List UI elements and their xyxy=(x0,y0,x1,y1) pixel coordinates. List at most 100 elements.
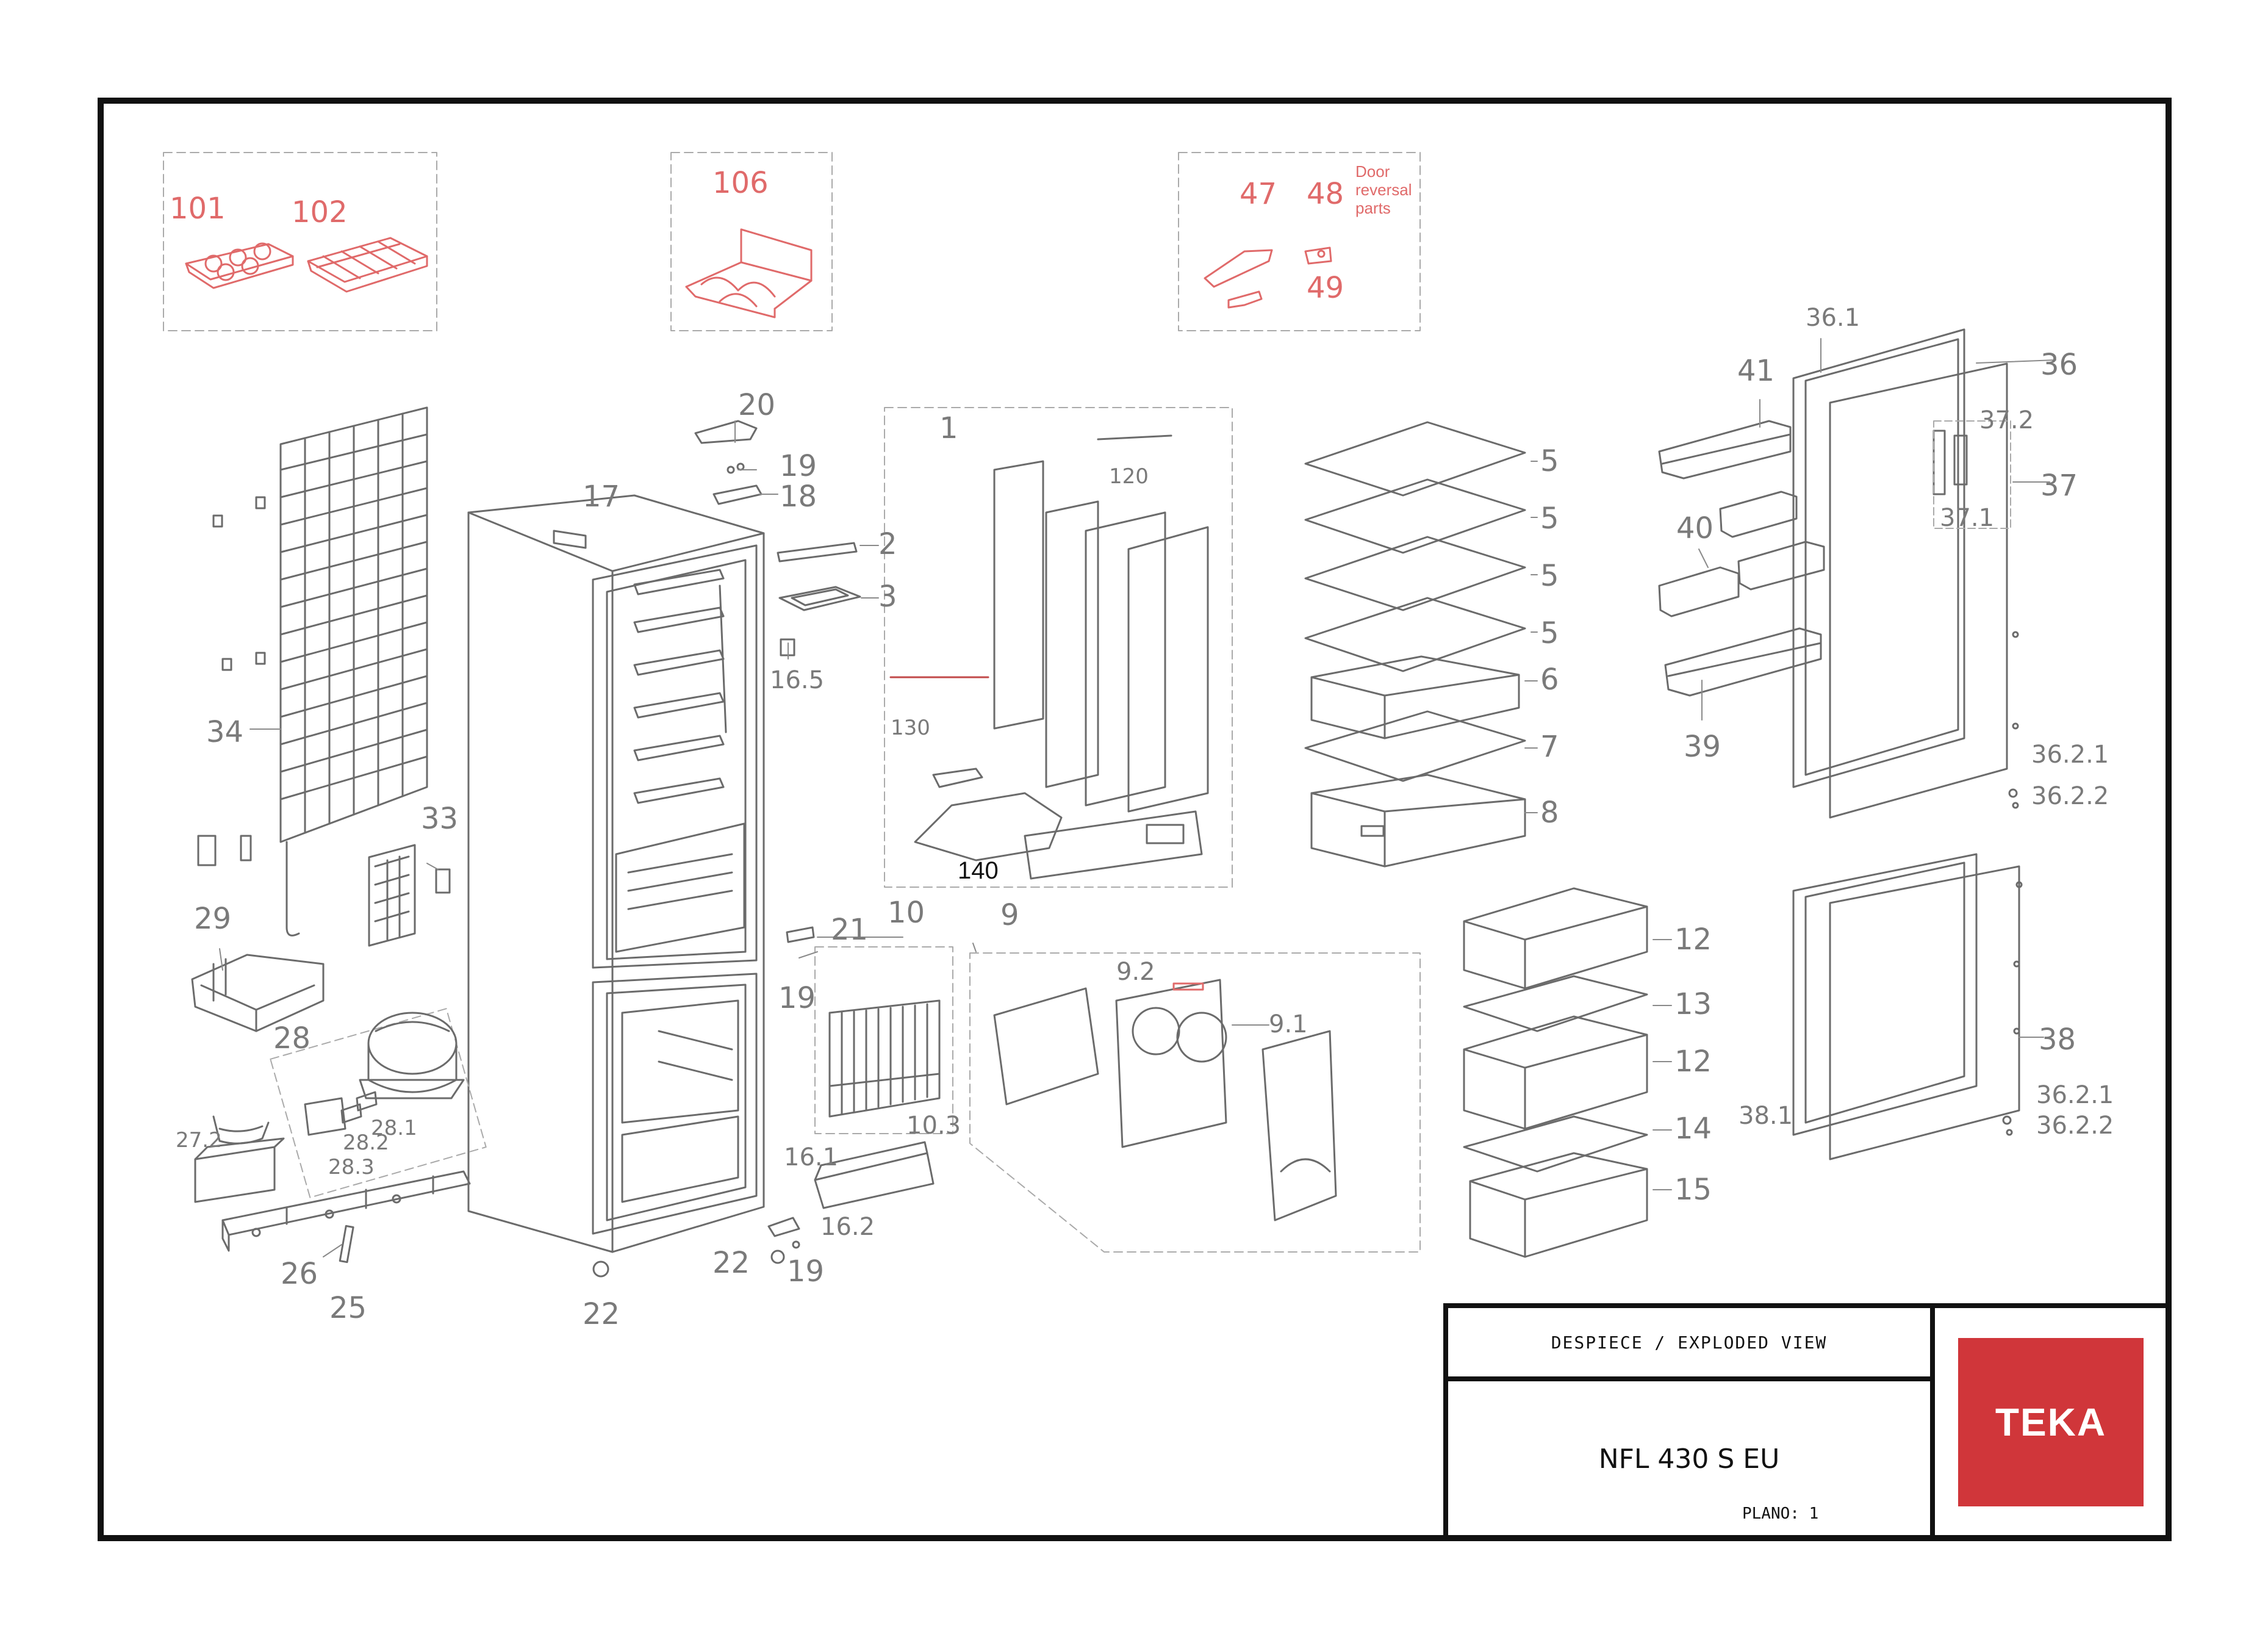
callout-7: 7 xyxy=(1540,730,1559,764)
fan-assembly xyxy=(993,979,1337,1221)
back-cover xyxy=(368,844,451,947)
title-block-logo-cell: TEKA xyxy=(1930,1303,2172,1541)
control-panel-box xyxy=(1933,420,2011,529)
callout-36-2-2-lower: 36.2.2 xyxy=(2036,1112,2114,1140)
glass-shelf-7 xyxy=(1304,710,1526,782)
callout-16-1: 16.1 xyxy=(784,1143,838,1171)
condenser-grid xyxy=(279,406,428,937)
bottom-hinge-parts xyxy=(592,1217,800,1278)
condenser-clips xyxy=(197,496,266,866)
title-block-plano: PLANO: 1 xyxy=(1742,1505,1819,1523)
callout-20: 20 xyxy=(738,388,775,422)
note-door-reversal-line-1: Door xyxy=(1355,162,1390,181)
callout-1: 1 xyxy=(939,411,958,445)
callout-9: 9 xyxy=(1000,898,1019,932)
freezer-drawer-middle xyxy=(1463,1015,1648,1130)
drawer-6 xyxy=(1310,655,1520,739)
callout-47: 47 xyxy=(1240,177,1277,211)
leader-lines xyxy=(219,338,2056,1257)
door-shelves xyxy=(1658,420,1825,697)
callout-28-3: 28.3 xyxy=(328,1155,375,1179)
callout-9-2: 9.2 xyxy=(1116,958,1155,986)
callout-49: 49 xyxy=(1307,271,1344,305)
compressor xyxy=(304,1012,465,1136)
crisper-cover xyxy=(814,1141,935,1209)
fan-group-box xyxy=(969,952,1421,1253)
egg-tray xyxy=(185,242,294,289)
callout-6: 6 xyxy=(1540,663,1559,697)
base-rail xyxy=(221,1170,471,1264)
callout-41: 41 xyxy=(1737,354,1775,388)
freezer-drawer-top xyxy=(1463,887,1648,990)
drip-tray xyxy=(194,1115,285,1203)
callout-39: 39 xyxy=(1684,730,1721,764)
callout-101: 101 xyxy=(170,192,226,226)
callout-16-5: 16.5 xyxy=(770,666,824,694)
callout-13: 13 xyxy=(1674,987,1712,1021)
compressor-group-box xyxy=(270,1008,487,1198)
callout-12-b: 12 xyxy=(1674,1045,1712,1079)
accessory-box-bottle-rack xyxy=(670,152,833,331)
callout-12-a: 12 xyxy=(1674,923,1712,957)
door-hinge-pins xyxy=(2002,631,2023,1136)
bottle-rack xyxy=(685,228,813,318)
callout-8: 8 xyxy=(1540,796,1559,830)
air-duct-panels xyxy=(889,434,1209,880)
freezer-shelf-14 xyxy=(1463,1115,1648,1173)
callout-37: 37 xyxy=(2040,469,2078,503)
evaporator-group-box xyxy=(814,946,953,1134)
fridge-door xyxy=(1792,328,2011,819)
title-block-model: NFL 430 S EU xyxy=(1443,1376,1935,1541)
callout-38: 38 xyxy=(2039,1023,2076,1057)
callout-15: 15 xyxy=(1674,1173,1712,1207)
freezer-drawer-bottom xyxy=(1469,1152,1648,1258)
callout-102: 102 xyxy=(292,195,348,229)
accessory-box-trays xyxy=(163,152,437,331)
callout-5-c: 5 xyxy=(1540,559,1559,593)
door-reversal-parts xyxy=(1204,246,1332,309)
callout-28-1: 28.1 xyxy=(371,1116,417,1140)
callout-28-2: 28.2 xyxy=(343,1131,389,1155)
callout-40: 40 xyxy=(1676,511,1714,545)
callout-16-2: 16.2 xyxy=(820,1213,875,1241)
callout-9-1: 9.1 xyxy=(1269,1010,1308,1038)
callout-5-b: 5 xyxy=(1540,502,1559,536)
callout-19-mid: 19 xyxy=(778,981,816,1015)
title-block-subtitle: DESPIECE / EXPLODED VIEW xyxy=(1443,1303,1935,1381)
callout-36-2-1-lower: 36.2.1 xyxy=(2036,1081,2114,1109)
callout-28: 28 xyxy=(273,1021,310,1056)
title-block: DESPIECE / EXPLODED VIEW NFL 430 S EU PL… xyxy=(1443,1303,2172,1541)
callout-22-bottom: 22 xyxy=(583,1297,620,1331)
drawer-8 xyxy=(1310,774,1526,868)
drawing-frame xyxy=(98,98,2172,1541)
freezer-door xyxy=(1792,853,2020,1160)
hinge-bracket-21 xyxy=(786,926,815,943)
evaporator xyxy=(828,999,941,1118)
callout-36-1: 36.1 xyxy=(1806,304,1860,332)
callout-140: 140 xyxy=(958,857,999,884)
callout-10-3: 10.3 xyxy=(906,1112,961,1140)
fridge-cabinet xyxy=(467,494,765,1253)
callout-29: 29 xyxy=(194,902,231,936)
callout-5-a: 5 xyxy=(1540,444,1559,478)
callout-120: 120 xyxy=(1109,464,1149,489)
callout-26: 26 xyxy=(281,1257,318,1291)
callout-106: 106 xyxy=(712,166,769,200)
callout-48: 48 xyxy=(1307,177,1344,211)
note-door-reversal-line-2: reversal xyxy=(1355,181,1412,199)
callout-27-2: 27.2 xyxy=(176,1128,222,1153)
note-door-reversal-line-3: parts xyxy=(1355,199,1391,217)
callout-34: 34 xyxy=(206,715,243,749)
callout-37-2: 37.2 xyxy=(1979,406,2034,434)
callout-25: 25 xyxy=(329,1291,367,1325)
callout-36: 36 xyxy=(2040,348,2078,382)
callout-19-bottom: 19 xyxy=(787,1254,824,1289)
callout-38-1: 38.1 xyxy=(1739,1102,1793,1130)
callout-130: 130 xyxy=(891,716,930,740)
freezer-shelf-13 xyxy=(1463,975,1648,1032)
callout-33: 33 xyxy=(421,802,458,836)
callout-19-top: 19 xyxy=(780,449,817,483)
callout-3: 3 xyxy=(878,580,897,614)
callout-17: 17 xyxy=(583,480,620,514)
